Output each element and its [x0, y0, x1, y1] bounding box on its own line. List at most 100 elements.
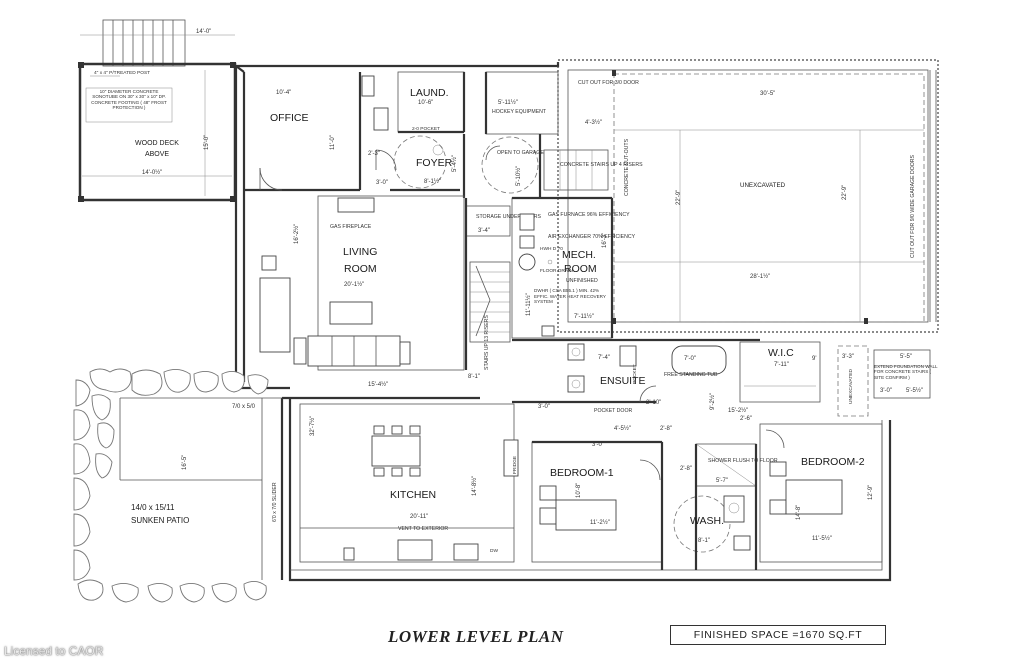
- note-open-garage: OPEN TO GARAGE: [497, 150, 544, 156]
- dim-foyer-2: 2'-3": [368, 151, 380, 157]
- open-to-garage: [481, 134, 542, 198]
- note-sonotube: 10" DIAMETER CONCRETE SONOTUBE ON 30" x …: [91, 89, 167, 111]
- bedroom1-label: BEDROOM-1: [550, 467, 614, 479]
- note-shower: SHOWER FLUSH TO FLOOR: [708, 458, 778, 464]
- note-fridge: FRIDGE: [512, 456, 518, 474]
- dim-stairs-w: 8'-1": [468, 374, 480, 380]
- bedroom-1: [531, 440, 664, 570]
- note-pocket-v: POCKET: [632, 364, 638, 384]
- storage-stairs: [464, 198, 511, 370]
- note-dwhr: DWHR ( CSA B55.1 ) MIN. 42% EFFIC. WATER…: [534, 288, 606, 305]
- dim-kitchen-w: 20'-11": [410, 514, 428, 520]
- note-gas-furnace: GAS FURNACE 96% EFFICIENCY: [548, 212, 630, 218]
- dim-door-30b: 3'-0": [592, 442, 604, 448]
- dim-wash-h: 5'-7": [716, 478, 728, 484]
- dim-mech-w: 7'-11½": [574, 313, 594, 320]
- note-hwh: HWH D 70: [540, 246, 563, 252]
- finished-space-box: FINISHED SPACE =1670 SQ.FT: [670, 625, 886, 645]
- dim-door-210: 2'-10": [646, 400, 661, 406]
- note-storage: STORAGE UNDER STAIRS: [476, 214, 541, 220]
- foyer-label: FOYER: [416, 157, 453, 169]
- note-vent: VENT TO EXTERIOR: [398, 526, 448, 532]
- dim-door-30: 3'-0": [538, 404, 550, 410]
- living-label-1: LIVING: [343, 246, 377, 258]
- wood-deck-label-1: WOOD DECK: [135, 140, 179, 147]
- dim-ensuite-b: 15'-2½": [728, 407, 748, 414]
- dim-office-w: 10'-4": [276, 90, 291, 96]
- dim-garage-h: 22'-9": [676, 190, 682, 205]
- bedroom2-label: BEDROOM-2: [801, 456, 865, 468]
- wood-deck-label-2: ABOVE: [145, 151, 169, 158]
- dim-unex-w2: 3'-0": [880, 388, 892, 394]
- dim-foyer-w: 8'-1½": [424, 178, 441, 185]
- dim-unex-w: 3'-3": [842, 354, 854, 360]
- note-concrete-cutouts: CONCRETE CUT-OUTS: [624, 138, 630, 196]
- note-gas-fireplace: GAS FIREPLACE: [330, 224, 372, 230]
- dim-bed2-h: 14'-8": [796, 505, 802, 520]
- laundry: [397, 71, 466, 156]
- dim-bed1-w: 11'-2½": [590, 519, 610, 526]
- office-label: OFFICE: [270, 112, 309, 124]
- mechanical-room: [511, 196, 614, 339]
- kitchen: [299, 403, 519, 563]
- foyer: [375, 134, 466, 198]
- sunken-patio: [73, 368, 282, 603]
- patio-label-2: SUNKEN PATIO: [131, 516, 189, 525]
- dim-ensuite-w: 7'-4": [598, 355, 610, 361]
- kitchen-label: KITCHEN: [390, 489, 436, 501]
- patio-label-1: 14/0 x 15/11: [131, 503, 175, 512]
- note-slider: 6'0 x 7/0 SLIDER: [272, 482, 278, 522]
- hockey-equipment: [484, 71, 559, 135]
- garage-unexcavated-label: UNEXCAVATED: [740, 182, 786, 189]
- dim-living-h: 16'-2½": [293, 224, 300, 244]
- plan-title: LOWER LEVEL PLAN: [388, 627, 564, 646]
- dim-ensuite-h: 9'-2½": [709, 393, 716, 410]
- dim-bed1-h: 10'-8": [576, 483, 582, 498]
- dim-tub-w: 7'-0": [684, 356, 696, 362]
- dim-door-26: 2'-6": [740, 416, 752, 422]
- ensuite: [512, 338, 760, 404]
- dim-ext-w2: 5'-5½": [906, 387, 923, 394]
- dim-door-30c: 3'-0": [376, 180, 388, 186]
- dim-ext-w: 5'-5": [900, 354, 912, 360]
- dim-laund-w: 10'-6": [418, 100, 433, 106]
- note-pocket: 2-0 POCKET: [412, 126, 440, 132]
- dim-deck-bottom: 14'-0½": [142, 169, 162, 176]
- wic-label: W.I.C: [768, 347, 794, 359]
- license-watermark: Licensed to CAOR: [4, 644, 104, 658]
- dim-garage-inner: 28'-1½": [750, 273, 770, 280]
- dim-garage-left: 16'-3": [602, 233, 608, 248]
- dim-living-w: 20'-1½": [344, 281, 364, 288]
- washroom: [673, 443, 758, 570]
- concrete-stairs: [543, 149, 609, 191]
- note-pocket-door: POCKET DOOR: [594, 408, 632, 414]
- mech-label-1: MECH.: [562, 249, 596, 261]
- dim-garage-w: 30'-5": [760, 91, 775, 97]
- office: [244, 72, 389, 192]
- wood-deck: [78, 62, 237, 202]
- deck-stairs: [102, 19, 186, 67]
- dim-wic-w: 7'-11": [774, 362, 789, 368]
- dim-patio-side: 16'-5": [182, 455, 188, 470]
- living-room: [259, 195, 465, 371]
- note-extend-foundation: EXTEND FOUNDATION WALL FOR CONCRETE STAI…: [874, 364, 938, 380]
- note-floor-drain: FLOOR DRAIN: [540, 268, 573, 274]
- note-stairs-up: STAIRS UP 13 RISERS: [484, 315, 490, 370]
- dim-living-b: 15'-4½": [368, 381, 388, 388]
- dim-deck-top: 14'-0": [196, 29, 211, 35]
- dim-door-28: 2'-8": [660, 426, 672, 432]
- living-label-2: ROOM: [344, 263, 377, 275]
- note-cut-out-garage: CUT OUT FOR 9/0 WIDE GARAGE DOORS: [910, 154, 916, 258]
- mech-label-2: ROOM: [564, 263, 597, 275]
- dim-kitchen-h: 14'-8½": [471, 476, 478, 496]
- dim-bed2-h2: 12'-9": [868, 485, 874, 500]
- dim-deck-side: 15'-0": [204, 135, 210, 150]
- dim-wash-w: 8'-1": [698, 538, 710, 544]
- note-air-exchanger: AIR EXCHANGER 70% EFFICIENCY: [548, 234, 636, 240]
- walk-in-closet: [739, 341, 821, 403]
- dim-open-h: 5'-10½": [515, 166, 522, 186]
- note-dw: DW: [490, 548, 498, 554]
- dim-foyer-h: 5'-4½": [451, 155, 458, 172]
- note-free-tub: FREE STANDING TUB: [664, 372, 718, 378]
